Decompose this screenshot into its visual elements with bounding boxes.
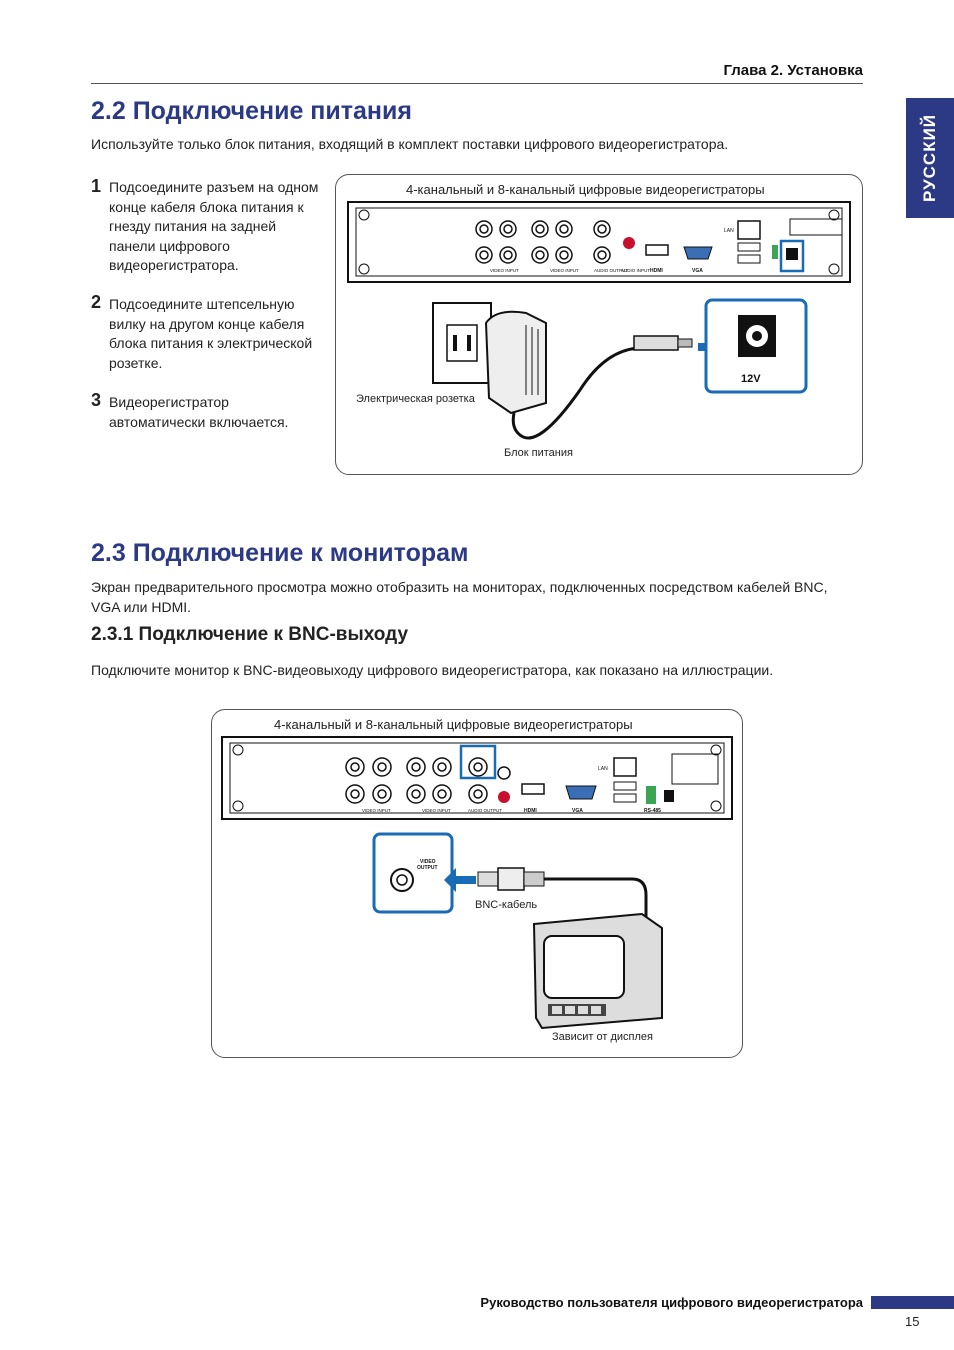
monitor-illustration <box>532 912 663 1030</box>
power-jack-highlight <box>779 239 805 273</box>
step-number: 3 <box>91 390 102 410</box>
svg-text:AUDIO OUTPUT: AUDIO OUTPUT <box>594 268 628 273</box>
dvr-panel <box>347 201 851 283</box>
svg-text:HDMI: HDMI <box>650 268 663 274</box>
footer-title: Руководство пользователя цифрового видео… <box>480 1295 863 1310</box>
language-tab-label: РУССКИЙ <box>920 113 939 203</box>
lan-port <box>737 220 761 240</box>
bnc-connectors <box>475 220 611 264</box>
power-diagram: VIDEO INPUT VIDEO INPUT AUDIO OUTPUT AUD… <box>347 201 851 440</box>
step-text: Подсоедините штепсельную вилку на другом… <box>109 296 313 371</box>
footer-bar <box>871 1296 954 1309</box>
subsection-bnc-intro: Подключите монитор к BNC-видеовыходу циф… <box>91 662 774 678</box>
step-text: Подсоедините разъем на одном конце кабел… <box>109 179 319 273</box>
language-tab: РУССКИЙ <box>906 98 954 218</box>
adapter-label: Блок питания <box>504 447 573 459</box>
svg-text:VIDEO INPUT: VIDEO INPUT <box>362 808 391 813</box>
svg-text:VGA: VGA <box>692 268 703 274</box>
section-monitors-heading: 2.3 Подключение к мониторам <box>91 539 469 567</box>
power-adapter <box>484 310 693 440</box>
svg-text:AUDIO INPUT: AUDIO INPUT <box>621 268 650 273</box>
svg-text:LAN: LAN <box>724 228 734 234</box>
video-output-highlight <box>459 744 497 780</box>
bnc-figure-caption: 4-канальный и 8-канальный цифровые видео… <box>274 717 633 732</box>
svg-text:AUDIO OUTPUT: AUDIO OUTPUT <box>468 808 502 813</box>
svg-text:LAN: LAN <box>598 766 608 772</box>
video-output-zoom <box>372 832 454 914</box>
subsection-bnc-heading: 2.3.1 Подключение к BNC-выходу <box>91 624 409 645</box>
bnc-diagram: VIDEO INPUT VIDEO INPUT AUDIO OUTPUT HDM… <box>221 736 733 1030</box>
svg-text:VIDEO INPUT: VIDEO INPUT <box>490 268 519 273</box>
step-text: Видеорегистратор автоматически включаетс… <box>109 394 289 430</box>
hdmi-port <box>645 244 669 256</box>
step-number: 2 <box>91 292 102 312</box>
bnc-figure: 4-канальный и 8-канальный цифровые видео… <box>211 709 743 1058</box>
chapter-title: Глава 2. Установка <box>723 62 863 79</box>
section-power-intro: Используйте только блок питания, входящи… <box>91 136 729 152</box>
header-rule <box>91 83 863 84</box>
svg-text:VIDEO INPUT: VIDEO INPUT <box>422 808 451 813</box>
svg-text:OUTPUT: OUTPUT <box>417 865 438 871</box>
vga-port <box>683 246 713 260</box>
section-power-heading: 2.2 Подключение питания <box>91 97 412 125</box>
page-number: 15 <box>905 1314 920 1329</box>
power-figure-caption: 4-канальный и 8-канальный цифровые видео… <box>406 182 765 197</box>
section-monitors-intro: Экран предварительного просмотра можно о… <box>91 579 828 615</box>
svg-text:VIDEO INPUT: VIDEO INPUT <box>550 268 579 273</box>
svg-text:HDMI: HDMI <box>524 808 537 814</box>
power-figure: 4-канальный и 8-канальный цифровые видео… <box>335 174 863 475</box>
svg-text:VGA: VGA <box>572 808 583 814</box>
step-number: 1 <box>91 176 102 196</box>
wall-outlet <box>432 302 492 384</box>
svg-text:RS-485: RS-485 <box>644 808 661 814</box>
voltage-label: 12V <box>741 373 761 385</box>
svg-text:VIDEO: VIDEO <box>420 859 436 865</box>
outlet-label: Электрическая розетка <box>356 393 475 405</box>
display-label: Зависит от дисплея <box>552 1031 653 1043</box>
bnc-cable-label: BNC-кабель <box>475 899 538 911</box>
